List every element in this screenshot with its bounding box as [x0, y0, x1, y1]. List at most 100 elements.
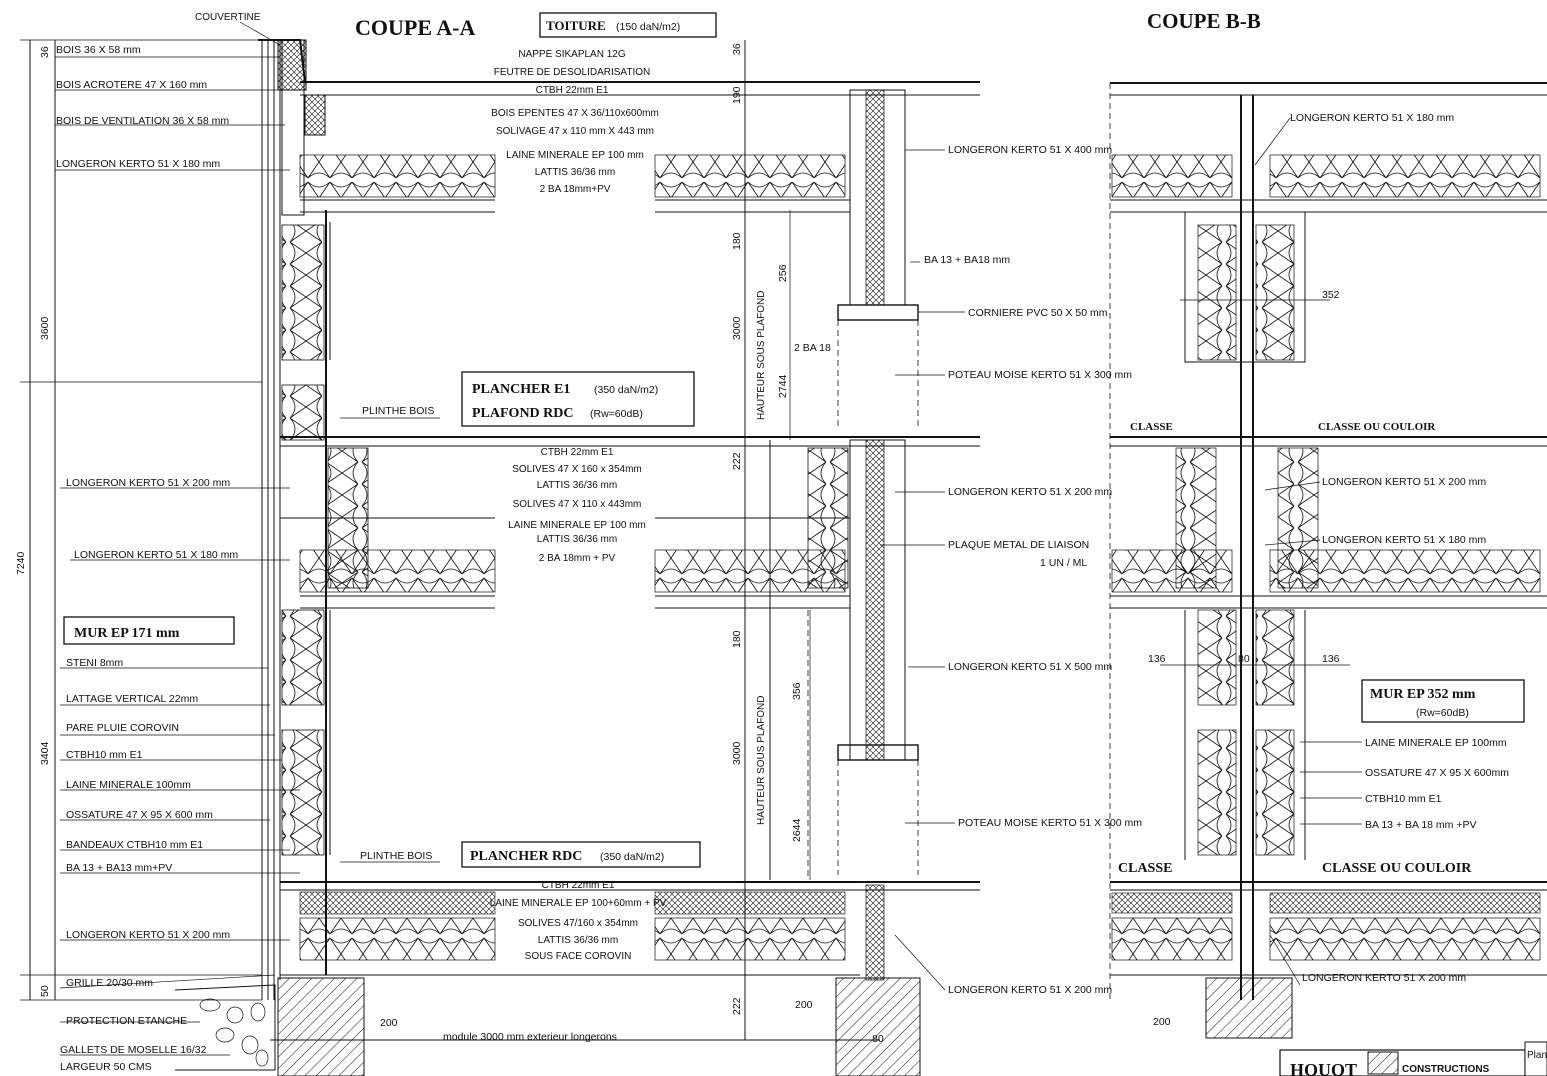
dim-80b: 80 — [1238, 653, 1250, 665]
label-bandeaux: BANDEAUX CTBH10 mm E1 — [66, 839, 203, 851]
label-corniere: CORNIERE PVC 50 X 50 mm — [968, 307, 1108, 319]
label-longeron-500: LONGERON KERTO 51 X 500 mm — [948, 661, 1112, 673]
label-poteau-2: POTEAU MOISE KERTO 51 X 300 mm — [958, 817, 1142, 829]
dimension-lines — [20, 39, 1350, 1041]
roof-slab — [299, 81, 980, 213]
label-bois-ventilation: BOIS DE VENTILATION 36 X 58 mm — [56, 115, 229, 127]
plafond-rdc-label: PLAFOND RDC — [472, 406, 574, 421]
roof-stack-0: NAPPE SIKAPLAN 12G — [518, 49, 625, 60]
label-poteau-1: POTEAU MOISE KERTO 51 X 300 mm — [948, 369, 1132, 381]
label-longeron-180-left: LONGERON KERTO 51 X 180 mm — [74, 549, 238, 561]
dim-upper: 3600 — [39, 316, 51, 340]
label-bb-laine: LAINE MINERALE EP 100mm — [1365, 737, 1507, 749]
title-block: HOUOT CONSTRUCTIONS Plan — [1279, 1041, 1547, 1076]
plancher-rdc-label: PLANCHER RDC — [470, 849, 582, 864]
label-longeron-180-top: LONGERON KERTO 51 X 180 mm — [56, 158, 220, 170]
dim-180b: 180 — [731, 630, 743, 648]
plancher-rdc-load: (350 daN/m2) — [600, 851, 664, 863]
dim-136a: 136 — [1148, 653, 1166, 665]
label-bb-longeron-180: LONGERON KERTO 51 X 180 mm — [1322, 534, 1486, 546]
dim-180a: 180 — [731, 232, 743, 250]
dim-352: 352 — [1322, 289, 1340, 301]
label-longeron-200-bottom: LONGERON KERTO 51 X 200 mm — [66, 929, 230, 941]
foundation-center — [835, 977, 921, 1076]
dimension-texts: 7240 3600 3404 36 50 36 190 180 256 3000… — [15, 43, 1340, 1045]
roof-stack-7: 2 BA 18mm+PV — [540, 184, 611, 195]
label-1un-ml: 1 UN / ML — [1040, 557, 1087, 569]
dim-3000b: 3000 — [731, 741, 743, 765]
label-laine-minerale: LAINE MINERALE 100mm — [66, 779, 191, 791]
floor-e1-slab — [280, 436, 980, 609]
dim-200c: 200 — [1153, 1016, 1171, 1028]
right-labels: LONGERON KERTO 51 X 180 mm CLASSE CLASSE… — [1118, 112, 1509, 984]
rdc-stack-4: SOUS FACE COROVIN — [525, 951, 632, 962]
dim-136b: 136 — [1322, 653, 1340, 665]
e1-stack-0: CTBH 22mm E1 — [541, 447, 614, 458]
title-coupe-aa: COUPE A-A — [355, 15, 476, 40]
rdc-stack-2: SOLIVES 47/160 x 354mm — [518, 918, 638, 929]
dim-total: 7240 — [15, 551, 27, 575]
title-block-corner: Plan — [1527, 1050, 1547, 1061]
label-couvertine: COUVERTINE — [195, 12, 261, 23]
dim-356: 356 — [791, 682, 803, 700]
label-plinthe-bois-1: PLINTHE BOIS — [362, 405, 434, 417]
label-bois-36x58: BOIS 36 X 58 mm — [56, 44, 141, 56]
title-coupe-bb: COUPE B-B — [1147, 9, 1261, 33]
label-bb-ba13: BA 13 + BA 18 mm +PV — [1365, 819, 1476, 831]
rdc-stack-1: LAINE MINERALE EP 100+60mm + PV — [490, 898, 667, 909]
rdc-stack-3: LATTIS 36/36 mm — [538, 935, 618, 946]
toiture-box — [539, 12, 717, 38]
dim-top-36: 36 — [39, 46, 51, 58]
mur-171-label: MUR EP 171 mm — [74, 626, 180, 641]
e1-stack-1: SOLIVES 47 X 160 x 354mm — [512, 464, 642, 475]
label-bb-ossature: OSSATURE 47 X 95 X 600mm — [1365, 767, 1509, 779]
label-longeron-200-mid: LONGERON KERTO 51 X 200 mm — [948, 486, 1112, 498]
label-longeron-400: LONGERON KERTO 51 X 400 mm — [948, 144, 1112, 156]
left-wall — [258, 39, 740, 1000]
mur-352-box — [1361, 679, 1525, 723]
floor-rdc-slab — [280, 881, 980, 976]
e1-stack-3: SOLIVES 47 X 110 x 443mm — [513, 499, 642, 510]
toiture-label: TOITURE — [546, 18, 606, 33]
leader-lines — [55, 21, 1362, 1056]
floor-rdc-stack-labels: CTBH 22mm E1 LAINE MINERALE EP 100+60mm … — [490, 880, 667, 962]
foundation-right — [1205, 977, 1293, 1039]
label-classe-couloir-1: CLASSE OU COULOIR — [1318, 421, 1436, 433]
plancher-e1-load: (350 daN/m2) — [594, 384, 658, 396]
label-ba13-ba18: BA 13 + BA18 mm — [924, 254, 1010, 266]
e1-stack-6: 2 BA 18mm + PV — [539, 553, 616, 564]
plancher-e1-box — [461, 371, 695, 427]
dim-200b: 200 — [795, 999, 813, 1011]
label-steni: STENI 8mm — [66, 657, 123, 669]
title-block-sub: CONSTRUCTIONS — [1402, 1064, 1490, 1075]
dim-roof-36: 36 — [731, 43, 743, 55]
dim-222a: 222 — [731, 452, 743, 470]
label-pare-pluie: PARE PLUIE COROVIN — [66, 722, 179, 734]
mur-352-label: MUR EP 352 mm — [1370, 687, 1476, 702]
label-gallets: GALLETS DE MOSELLE 16/32 — [60, 1044, 207, 1056]
plancher-rdc-box — [461, 841, 701, 868]
dim-3000a: 3000 — [731, 316, 743, 340]
dim-2644: 2644 — [791, 818, 803, 842]
roof-stack-1: FEUTRE DE DESOLIDARISATION — [494, 67, 651, 78]
label-bb-longeron-200-bottom: LONGERON KERTO 51 X 200 mm — [1302, 972, 1466, 984]
roof-stack-2: CTBH 22mm E1 — [536, 85, 609, 96]
dim-256: 256 — [777, 264, 789, 282]
e1-stack-5: LATTIS 36/36 mm — [537, 534, 617, 545]
label-hsp-1: HAUTEUR SOUS PLAFOND — [756, 291, 767, 420]
label-classe-couloir-2: CLASSE OU COULOIR — [1322, 861, 1472, 876]
label-ctbh10: CTBH10 mm E1 — [66, 749, 143, 761]
dim-roof-190: 190 — [731, 86, 743, 104]
plancher-e1-label: PLANCHER E1 — [472, 382, 570, 397]
dim-lower: 3404 — [39, 741, 51, 765]
gravel — [174, 984, 276, 1071]
label-hsp-2: HAUTEUR SOUS PLAFOND — [756, 696, 767, 825]
label-plaque-metal: PLAQUE METAL DE LIAISON — [948, 539, 1089, 551]
dim-222b: 222 — [731, 997, 743, 1015]
roof-stack-labels: NAPPE SIKAPLAN 12G FEUTRE DE DESOLIDARIS… — [491, 49, 659, 195]
label-bb-longeron-180-top: LONGERON KERTO 51 X 180 mm — [1290, 112, 1454, 124]
mur-171-box — [63, 616, 235, 645]
plafond-rdc-rw: (Rw=60dB) — [590, 408, 643, 420]
central-post — [807, 89, 919, 981]
